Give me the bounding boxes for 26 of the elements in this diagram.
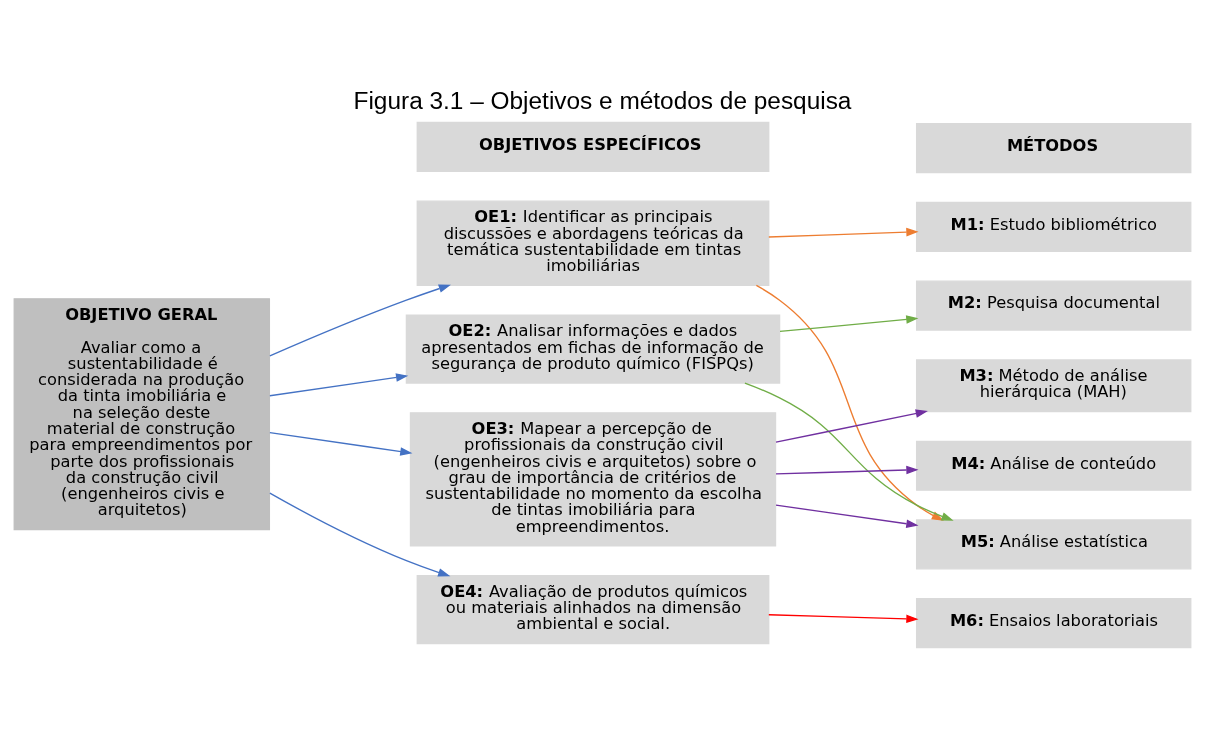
arrow <box>779 314 919 332</box>
arrow <box>269 372 409 396</box>
node-box: M2: Pesquisa documental <box>915 280 1192 331</box>
node-box: M1: Estudo bibliométrico <box>915 201 1192 252</box>
diagram-title: Figura 3.1 – Objetivos e métodos de pesquisa <box>353 86 852 114</box>
node-box: M5: Análise estatística <box>915 518 1192 570</box>
arrow <box>775 465 919 475</box>
arrow <box>269 284 451 357</box>
node-box: OE2: Analisar informações e dados apresentados em fichas de informação de segurança de produto químico (FISPQs) <box>405 313 781 384</box>
node-box: OE1: Identificar as principais discussões e abordagens teóricas da temática sustentabilidade em tintas imobiliárias <box>416 199 770 286</box>
arrow <box>269 431 413 456</box>
node-box: OBJETIVOS ESPECÍFICOS <box>416 121 770 172</box>
node-box: M3: Método de análise hierárquica (MAH) <box>915 358 1192 412</box>
arrow <box>744 381 954 521</box>
arrow <box>775 503 919 528</box>
arrow <box>775 408 928 443</box>
arrow <box>768 613 919 623</box>
node-box: MÉTODOS <box>915 122 1192 173</box>
arrow <box>768 227 919 238</box>
arrow <box>269 491 451 577</box>
node-box: M6: Ensaios laboratoriais <box>915 597 1192 648</box>
node-box: M4: Análise de conteúdo <box>915 440 1192 491</box>
node-box: OBJETIVO GERAL Avaliar como a sustentabilidade é considerada na produção da tinta imobiliária e na seleção deste material de construção para empreendimentos por parte dos profissionais da construção civil (engenheiros civis e arquitetos) <box>13 297 271 530</box>
arrow <box>755 284 944 521</box>
node-box: OE4: Avaliação de produtos químicos ou materiais alinhados na dimensão ambiental e social. <box>416 574 770 644</box>
node-box: OE3: Mapear a percepção de profissionais da construção civil (engenheiros civis e arquitetos) sobre o grau de importância de critérios de sustentabilidade no momento da escolha de tintas imobiliária para empreendimentos. <box>409 411 777 546</box>
